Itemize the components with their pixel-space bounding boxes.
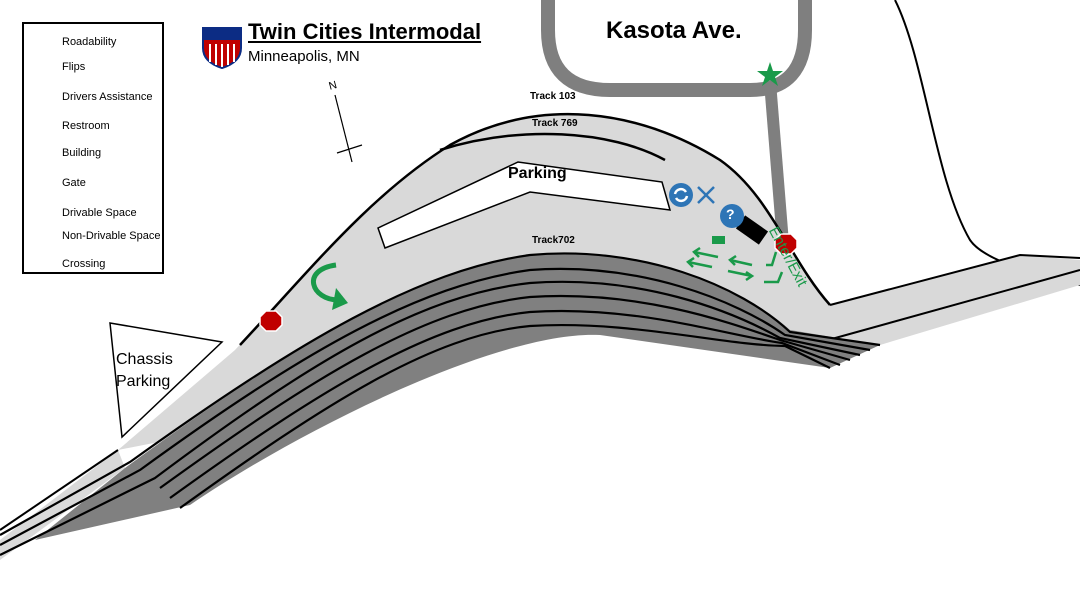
crossing-west bbox=[259, 310, 283, 332]
gate bbox=[712, 236, 725, 244]
legend-label: Crossing bbox=[62, 258, 106, 270]
crossing-entry bbox=[774, 233, 798, 255]
legend-item-flips: Flips bbox=[32, 56, 85, 78]
legend-item-drivable: Drivable Space bbox=[32, 202, 137, 224]
legend-item-building: Building bbox=[32, 142, 101, 164]
legend-item-roadability: Roadability bbox=[32, 31, 116, 53]
track-bundle bbox=[0, 252, 881, 556]
building bbox=[735, 215, 769, 245]
legend-label: Drivers Assistance bbox=[62, 91, 153, 103]
wrench-screwdriver-icon bbox=[697, 186, 715, 204]
legend-label: Restroom bbox=[62, 120, 110, 132]
chassis-parking-label: Parking bbox=[116, 373, 171, 390]
legend-item-gate: Gate bbox=[32, 172, 86, 194]
map-legend: Roadability Flips Drivers Assistance Res… bbox=[22, 22, 164, 274]
parking-label: Parking bbox=[508, 165, 567, 182]
legend-label: Building bbox=[62, 147, 102, 159]
question-mark-glyph: ? bbox=[726, 206, 735, 222]
street-label: Kasota Ave. bbox=[606, 17, 742, 44]
legend-label: Flips bbox=[62, 61, 86, 73]
west-lead-line bbox=[0, 449, 119, 531]
page-title: Twin Cities Intermodal bbox=[248, 19, 482, 44]
chassis-parking-label: Chassis bbox=[116, 351, 173, 368]
track-769-line bbox=[439, 132, 666, 162]
drivable-west-lead bbox=[0, 450, 125, 560]
yard-boundary-east-inner bbox=[809, 269, 1080, 346]
legend-label: Drivable Space bbox=[62, 207, 137, 219]
uturn-arrow-icon bbox=[311, 262, 339, 303]
legend-label: Non-Drivable Space bbox=[62, 230, 161, 242]
yard-boundary-east bbox=[829, 253, 1080, 306]
star-icon bbox=[757, 62, 783, 86]
legend-item-non-drivable: Non-Drivable Space bbox=[32, 225, 160, 247]
question-mark-icon bbox=[720, 204, 744, 228]
outer-boundary-line bbox=[894, 0, 1080, 286]
north-arrow-icon bbox=[334, 94, 363, 163]
legend-item-restroom: Restroom bbox=[32, 115, 110, 137]
track-label: Track 103 bbox=[530, 91, 576, 102]
legend-label: Roadability bbox=[62, 36, 117, 48]
access-road bbox=[764, 81, 789, 244]
legend-item-crossing: Crossing bbox=[32, 253, 105, 275]
page-subtitle: Minneapolis, MN bbox=[248, 48, 360, 65]
track-label: Track702 bbox=[532, 235, 575, 246]
union-pacific-logo bbox=[202, 27, 242, 70]
non-drivable-space bbox=[35, 253, 880, 540]
legend-item-drivers-assistance: Drivers Assistance bbox=[32, 86, 152, 108]
chassis-parking-area bbox=[109, 322, 224, 439]
legend-label: Gate bbox=[62, 177, 86, 189]
yard-boundary bbox=[239, 112, 831, 346]
track-label: Track 769 bbox=[532, 118, 578, 129]
flip-arrows-icon bbox=[669, 183, 693, 207]
kasota-road-loop bbox=[541, 0, 812, 97]
parking-area bbox=[377, 161, 672, 249]
uturn-arrowhead bbox=[332, 288, 348, 310]
traffic-flow-arrows bbox=[686, 246, 784, 284]
